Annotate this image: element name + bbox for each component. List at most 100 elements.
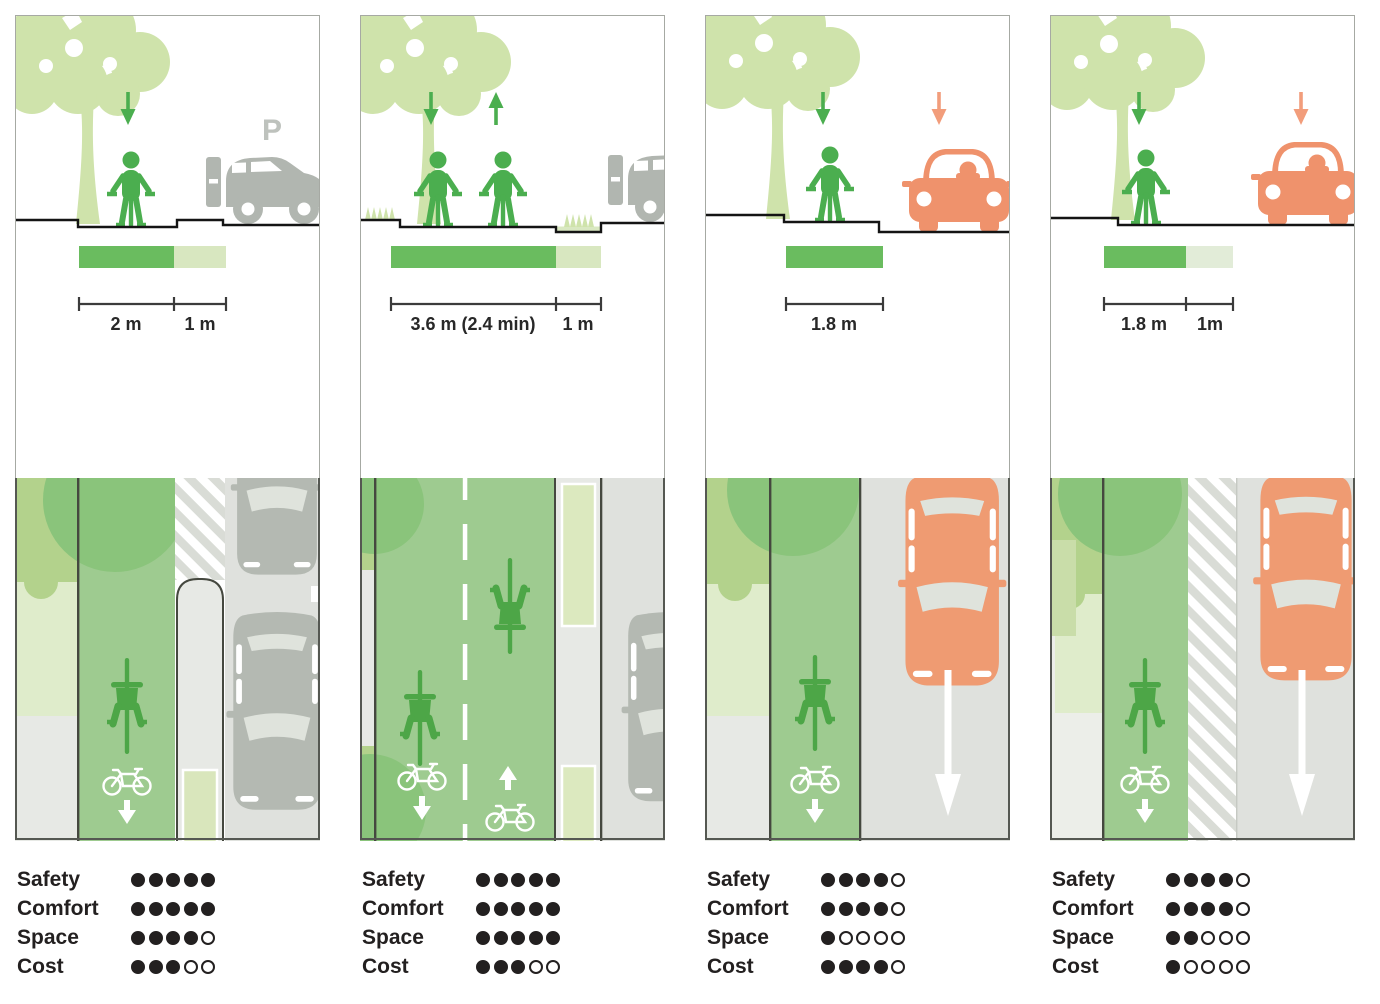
filled-dot-icon [1166, 872, 1180, 887]
filled-dot-icon [148, 930, 163, 945]
rating-row: Space [362, 923, 665, 952]
filled-dot-icon [1166, 930, 1180, 945]
rating-label: Space [1052, 925, 1114, 949]
cyclist-icon [107, 152, 155, 228]
filled-dot-icon [821, 872, 835, 887]
empty-dot-icon [891, 872, 905, 887]
lane-width-bar [786, 246, 883, 268]
cross-section-svg: P 2 m 1 m [16, 16, 319, 334]
filled-dot-icon [873, 959, 888, 974]
filled-dot-icon [476, 930, 490, 945]
filled-dot-icon [201, 901, 215, 916]
filled-dot-icon [493, 901, 508, 916]
filled-dot-icon [511, 959, 525, 974]
center-dash-line [462, 478, 468, 841]
filled-dot-icon [131, 930, 145, 945]
rating-label: Cost [707, 954, 754, 978]
cyclist-icon [806, 147, 854, 223]
plan-view-svg [705, 478, 1010, 841]
plan-view-svg [360, 478, 665, 841]
planter [560, 482, 597, 628]
rating-dots [1166, 872, 1250, 887]
rating-row: Comfort [707, 894, 1010, 923]
empty-dot-icon [891, 901, 905, 916]
rating-label: Cost [17, 954, 64, 978]
rating-row: Safety [1052, 865, 1355, 894]
filled-dot-icon [476, 959, 490, 974]
rating-row: Cost [707, 952, 1010, 981]
empty-dot-icon [1236, 959, 1250, 974]
filled-dot-icon [856, 872, 870, 887]
rating-row: Cost [362, 952, 665, 981]
filled-dot-icon [1201, 872, 1215, 887]
dimension-line [389, 297, 603, 311]
filled-dot-icon [493, 930, 508, 945]
rating-row: Comfort [362, 894, 665, 923]
measurement-secondary: 1 m [562, 314, 593, 334]
measurement-secondary: 1m [1197, 314, 1223, 334]
panel-curb-protected-lane-parking: P 2 m 1 m [15, 15, 320, 981]
cross-section: 1.8 m 1m [1050, 15, 1355, 478]
cross-section: P 2 m 1 m [15, 15, 320, 478]
cross-section-svg: 1.8 m [706, 16, 1009, 334]
lane-width-bar [79, 246, 174, 268]
filled-dot-icon [148, 901, 163, 916]
bike-direction-arrow-up-icon [486, 90, 506, 127]
ground-line [361, 218, 664, 234]
filled-dot-icon [856, 901, 870, 916]
filled-dot-icon [476, 872, 490, 887]
grass-icon [365, 207, 395, 220]
rating-dots [1166, 959, 1250, 974]
cyclist-icon [479, 152, 527, 228]
plan-view-svg [15, 478, 320, 841]
rating-dots [476, 930, 560, 945]
plan-view [15, 478, 320, 841]
buffer-width-bar [174, 246, 226, 268]
rating-label: Space [17, 925, 79, 949]
empty-dot-icon [1218, 930, 1233, 945]
filled-dot-icon [528, 930, 543, 945]
rating-label: Safety [362, 867, 426, 891]
rating-dots [1166, 930, 1250, 945]
parked-car-icon [608, 155, 664, 222]
rating-dots [821, 930, 905, 945]
car-top-icon [1253, 478, 1355, 681]
lane-width-bar [391, 246, 556, 268]
filled-dot-icon [838, 959, 853, 974]
rating-label: Comfort [17, 896, 99, 920]
filled-dot-icon [1183, 930, 1198, 945]
ground-line [1051, 216, 1354, 227]
rating-dots [476, 901, 560, 916]
rating-row: Comfort [17, 894, 320, 923]
car-direction-arrow-icon [929, 90, 949, 127]
filled-dot-icon [131, 959, 145, 974]
rating-dots [821, 901, 905, 916]
grass-icon [564, 214, 594, 227]
filled-dot-icon [528, 872, 543, 887]
rating-dots [821, 872, 905, 887]
filled-dot-icon [493, 959, 508, 974]
cross-section-svg: 3.6 m (2.4 min) 1 m [361, 16, 664, 334]
filled-dot-icon [493, 872, 508, 887]
filled-dot-icon [546, 901, 560, 916]
empty-dot-icon [528, 959, 543, 974]
empty-dot-icon [856, 930, 870, 945]
empty-dot-icon [183, 959, 198, 974]
buffer-width-bar [1186, 246, 1233, 268]
dimension-line [77, 297, 228, 311]
rating-row: Comfort [1052, 894, 1355, 923]
plan-view [705, 478, 1010, 841]
empty-dot-icon [891, 930, 905, 945]
empty-dot-icon [201, 930, 215, 945]
filled-dot-icon [201, 872, 215, 887]
rating-label: Safety [707, 867, 771, 891]
filled-dot-icon [546, 930, 560, 945]
empty-dot-icon [201, 959, 215, 974]
filled-dot-icon [183, 901, 198, 916]
tree-canopy [727, 478, 859, 556]
filled-dot-icon [838, 901, 853, 916]
filled-dot-icon [1183, 901, 1198, 916]
measurement-primary: 1.8 m [811, 314, 857, 334]
